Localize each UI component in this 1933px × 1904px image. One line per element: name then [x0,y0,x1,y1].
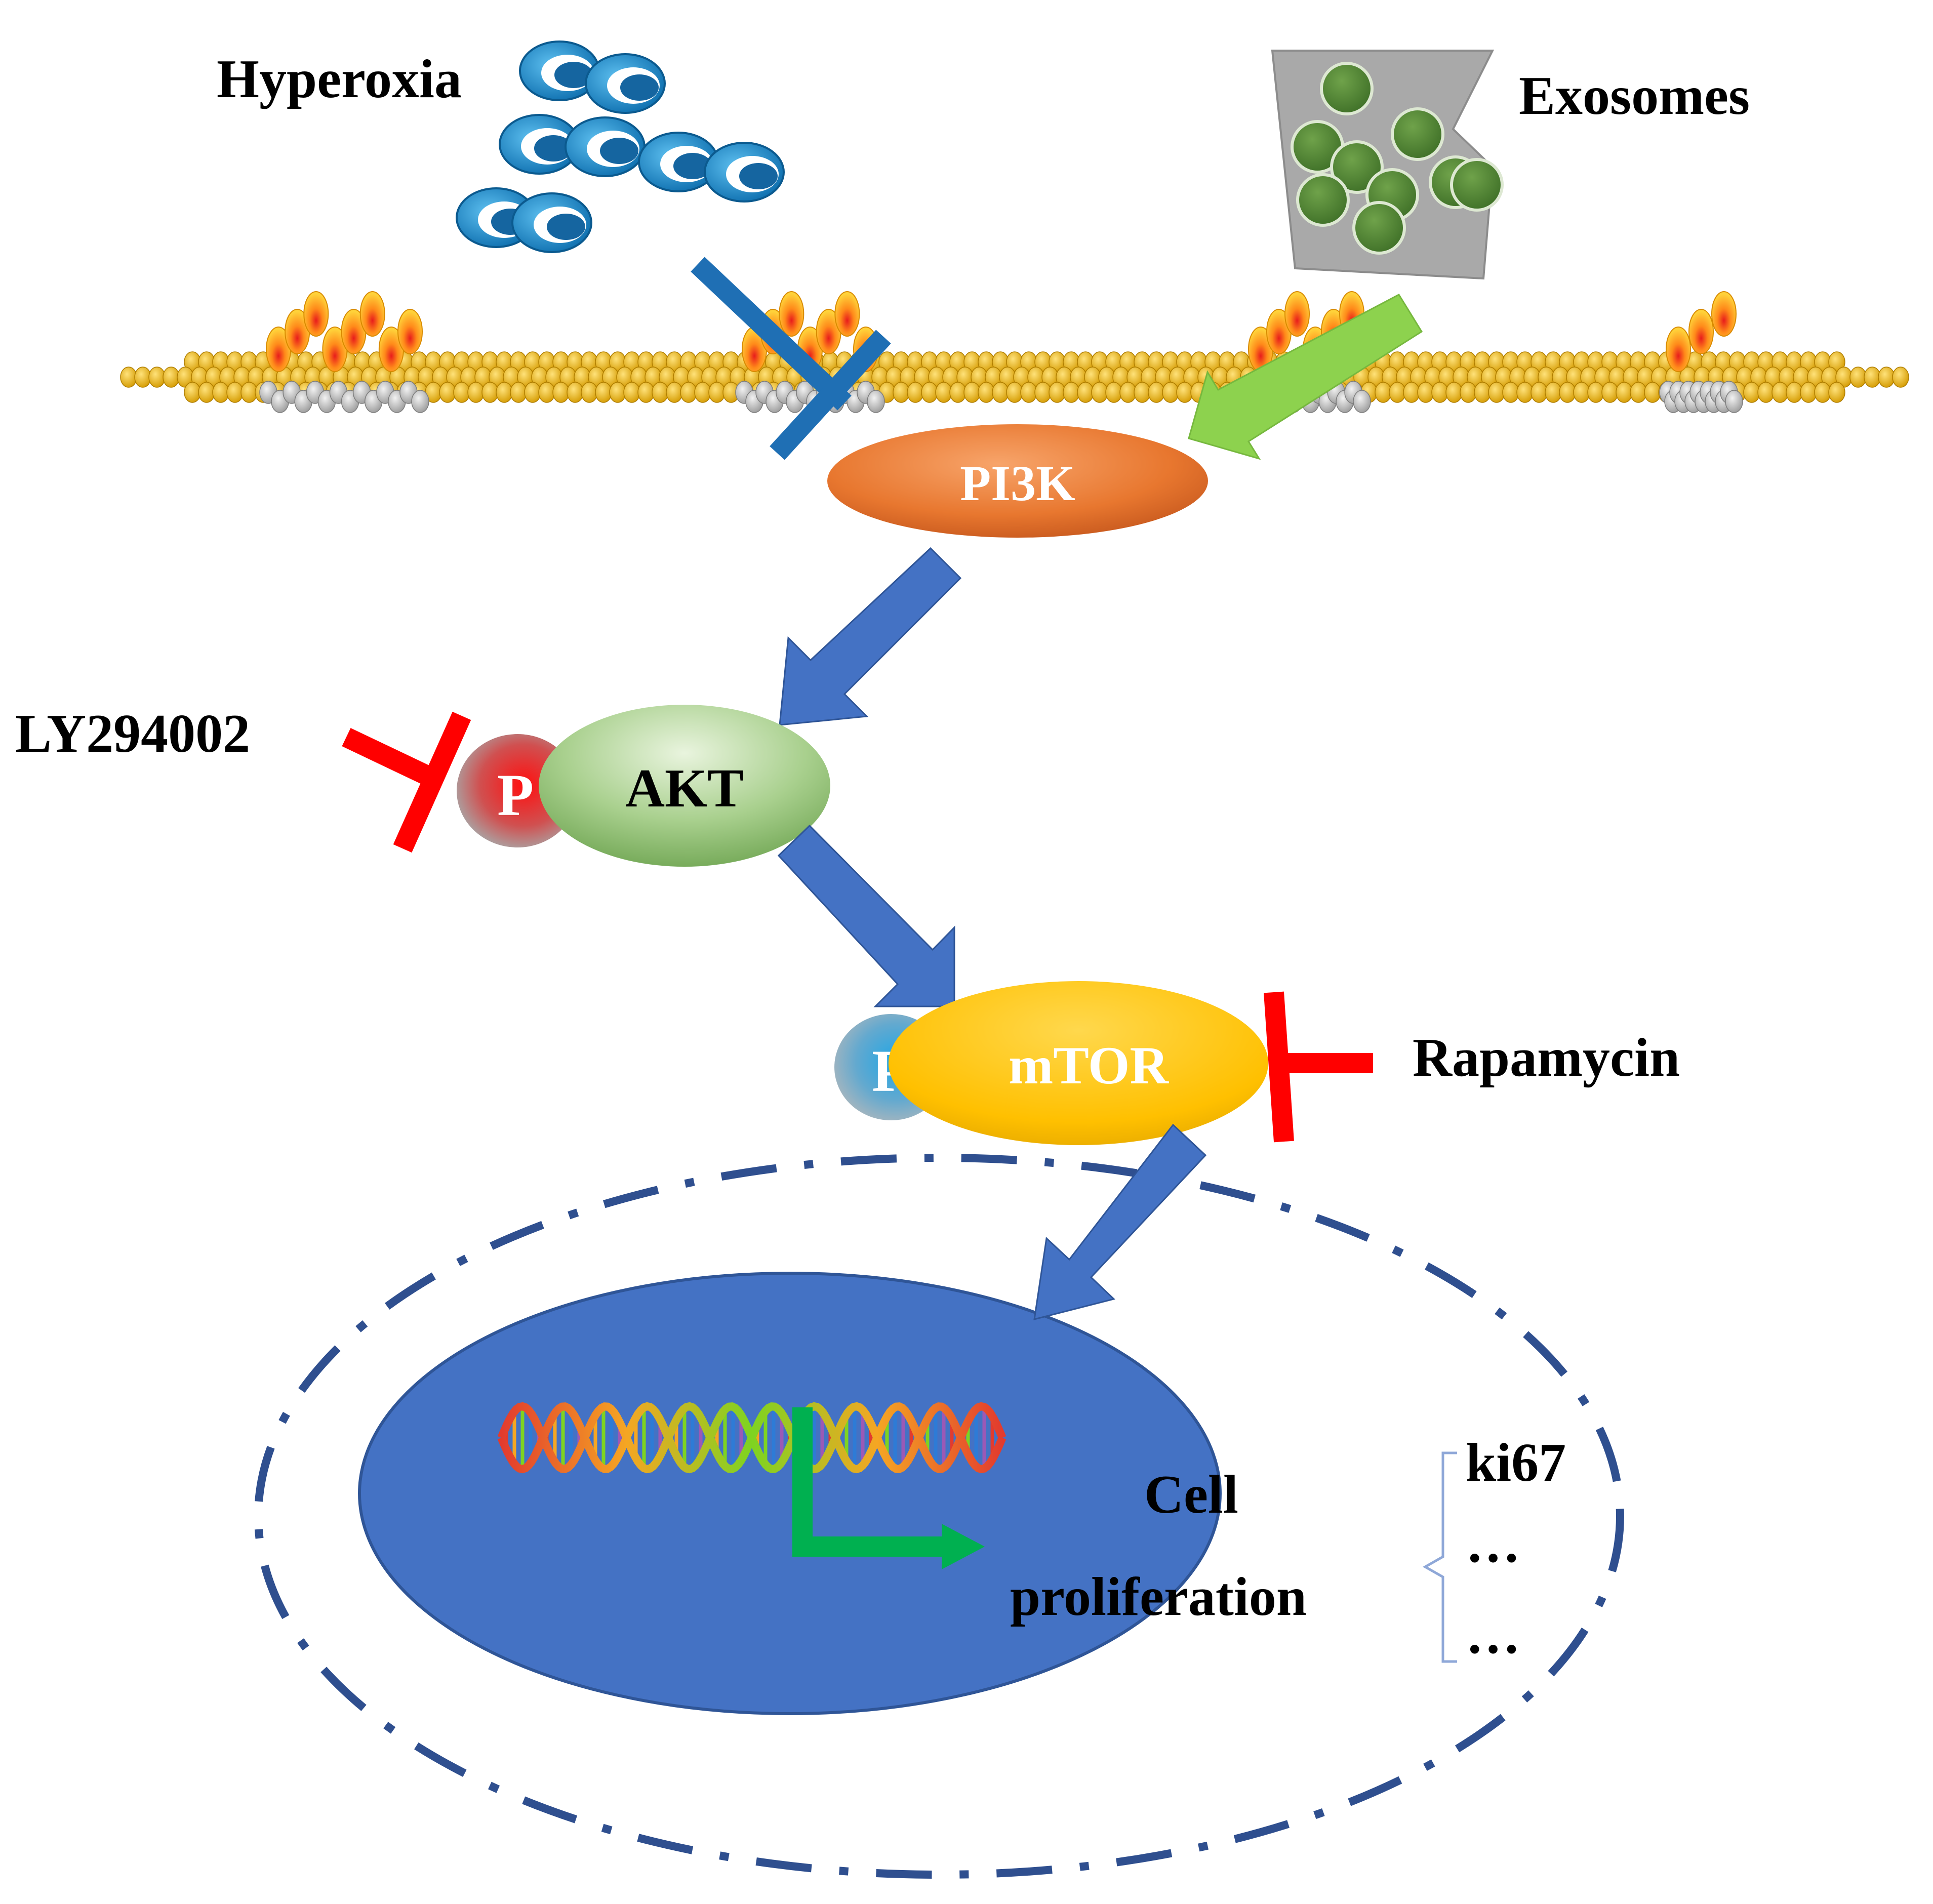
akt-node: P AKT [457,705,830,867]
akt-to-mtor-arrow [777,824,955,1007]
rapamycin-label: Rapamycin [1413,1028,1680,1088]
proliferation-label: proliferation [1010,1567,1307,1627]
marker-ki67: ki67 [1466,1433,1566,1493]
rapamycin-inhibition-bar [1264,991,1373,1143]
cell-label: Cell [1144,1465,1238,1525]
cell-boundary [254,1154,1624,1879]
exosome-vesicle-icon [1271,50,1504,280]
oxygen-molecule-icon [456,40,785,253]
mtor-label: mTOR [1009,1036,1170,1095]
marker-bracket [1422,1451,1457,1663]
pi3k-label: PI3K [960,455,1075,511]
dna-helix-icon [497,1402,1006,1474]
exosomes-label: Exosomes [1519,66,1750,126]
ly294002-inhibition-bar [342,711,471,853]
ly294002-label: LY294002 [15,704,250,764]
exosome-activation-arrow [1188,294,1423,460]
membrane-icon [120,291,1909,413]
marker-ellipsis-2: … [1466,1605,1520,1665]
akt-label: AKT [625,758,744,819]
hyperoxia-label: Hyperoxia [217,49,462,109]
mtor-node: P mTOR [834,981,1268,1145]
pi3k-node: PI3K [827,424,1208,538]
nucleus [358,1272,1222,1715]
transcription-start-arrow [792,1407,985,1569]
marker-ellipsis-1: … [1466,1514,1520,1574]
pi3k-to-akt-arrow [779,547,962,726]
hyperoxia-inhibition-bar [691,257,891,460]
akt-phospho-label: P [497,762,534,828]
mtor-to-nucleus-arrow [1033,1123,1207,1321]
